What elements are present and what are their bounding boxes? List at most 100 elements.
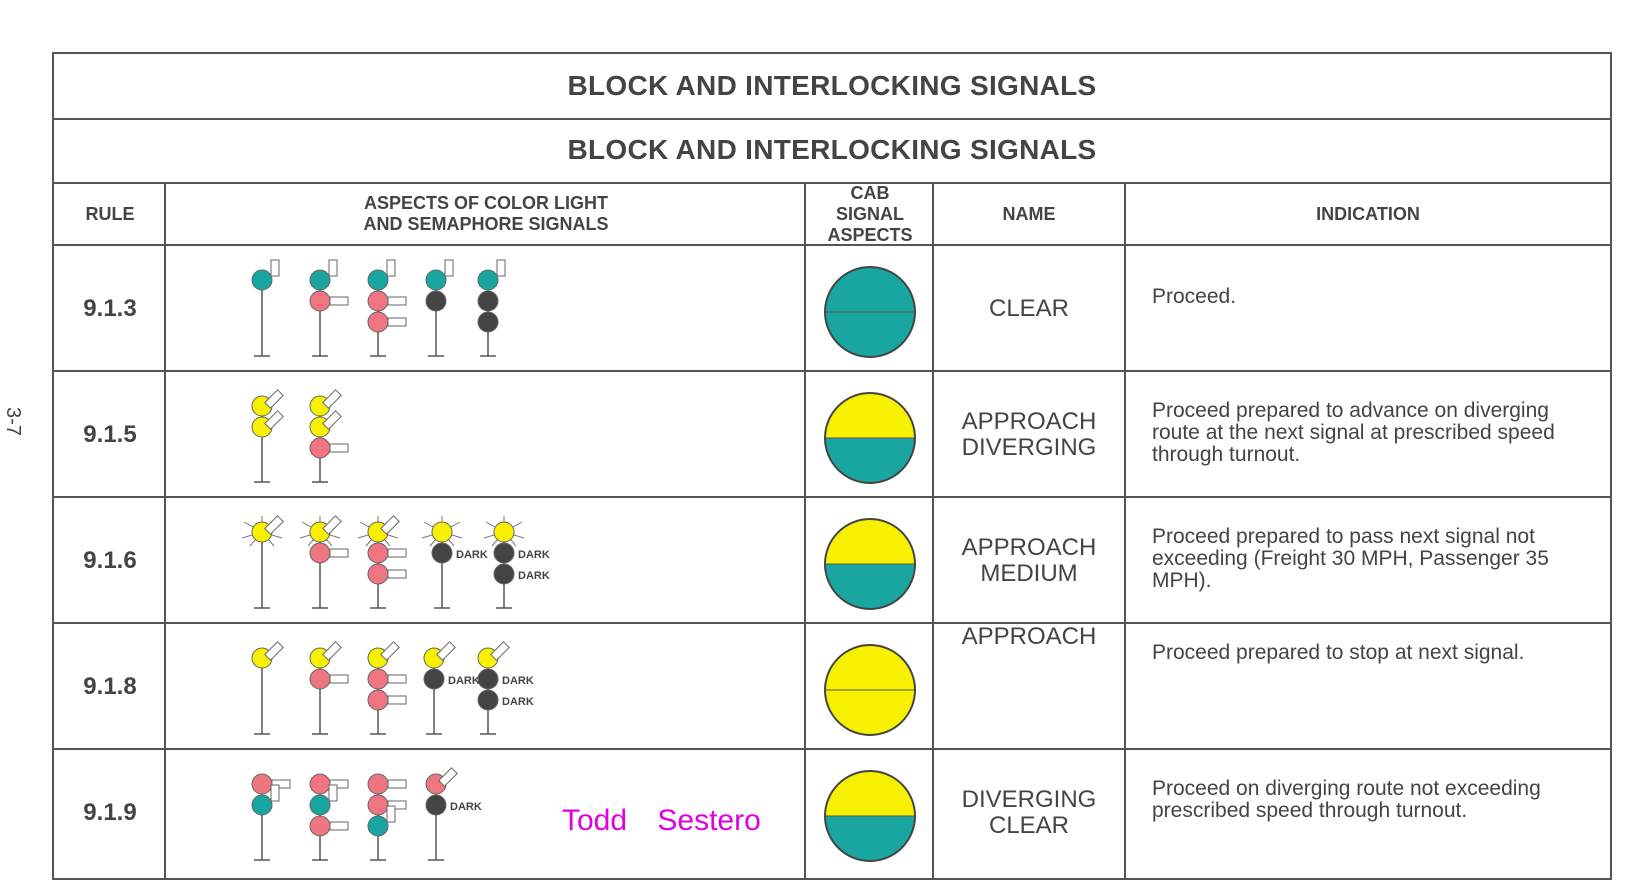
signal-mast — [367, 773, 407, 861]
table-row: 9.1.3 CLEAR Proceed. — [54, 246, 1610, 372]
table-row: 9.1.9 DARK DIVERGING CLEAR Proceed on diver… — [54, 750, 1610, 876]
table-subtitle: BLOCK AND INTERLOCKING SIGNALS — [54, 118, 1610, 184]
dark-light — [423, 668, 445, 690]
table-title: BLOCK AND INTERLOCKING SIGNALS — [54, 54, 1610, 120]
signals-table: BLOCK AND INTERLOCKING SIGNALS BLOCK AND… — [52, 52, 1612, 880]
rule-number: 9.1.8 — [83, 673, 137, 700]
signal-light — [367, 311, 389, 333]
header-indication: INDICATION — [1316, 203, 1420, 224]
signal-mast: DARK — [425, 767, 482, 861]
signal-mast — [309, 259, 349, 357]
row-divider — [54, 496, 1610, 498]
signal-light — [367, 815, 389, 837]
signal-light — [477, 269, 499, 291]
signal-aspects-drawing: DARK DARK DARK — [241, 515, 550, 609]
signal-light — [367, 689, 389, 711]
signal-light — [367, 269, 389, 291]
signal-light — [251, 269, 273, 291]
signal-light — [309, 542, 331, 564]
signal-light — [251, 773, 273, 795]
cab-signal — [806, 750, 934, 876]
signal-mast: DARK — [423, 641, 480, 735]
signal-light — [367, 542, 389, 564]
dark-light — [477, 668, 499, 690]
row-divider — [54, 748, 1610, 750]
dark-light — [425, 794, 447, 816]
signal-light — [431, 521, 453, 543]
cab-signal-icon — [824, 644, 916, 736]
signal-light — [309, 668, 331, 690]
cab-signal-icon — [824, 770, 916, 862]
signal-indication: Proceed. — [1152, 285, 1237, 308]
signal-mast — [251, 259, 280, 357]
cab-signal-icon — [824, 518, 916, 610]
signal-aspects-drawing: DARK — [251, 767, 482, 861]
signal-name: APPROACH DIVERGING — [961, 408, 1097, 461]
signal-light — [309, 290, 331, 312]
signal-indication: Proceed prepared to advance on diverging… — [1152, 399, 1555, 466]
dark-light — [493, 542, 515, 564]
signal-aspects: DARK — [166, 750, 806, 876]
signal-indication: Proceed prepared to pass next signal not… — [1152, 525, 1549, 592]
row-divider — [54, 370, 1610, 372]
signal-mast: DARK — [421, 516, 488, 609]
dark-label: DARK — [518, 570, 550, 582]
dark-light — [431, 542, 453, 564]
watermark-text: Todd Sestero — [562, 804, 761, 837]
signal-indication: Proceed prepared to stop at next signal. — [1152, 641, 1525, 664]
cab-upper-half — [825, 771, 915, 816]
cab-signal-icon — [824, 392, 916, 484]
signal-mast — [309, 389, 349, 483]
signal-mast — [477, 259, 506, 357]
rule-number: 9.1.9 — [83, 799, 137, 826]
signal-mast — [241, 515, 284, 609]
cab-signal — [806, 372, 934, 498]
signal-aspects: DARK DARK DARK — [166, 498, 806, 624]
signal-aspects-drawing — [251, 259, 506, 357]
rule-number: 9.1.3 — [83, 295, 137, 322]
cab-upper-half — [825, 519, 915, 564]
table-row: 9.1.5 APPROACH DIVERGING Proceed prepared … — [54, 372, 1610, 498]
cab-lower-half — [825, 816, 915, 861]
signal-indication: Proceed on diverging route not exceeding… — [1152, 777, 1541, 822]
signal-light — [309, 794, 331, 816]
cab-lower-half — [825, 438, 915, 483]
signal-mast — [309, 641, 349, 735]
signal-light — [251, 794, 273, 816]
signal-light — [367, 794, 389, 816]
table-grid: RULE ASPECTS OF COLOR LIGHT AND SEMAPHOR… — [54, 182, 1610, 878]
dark-label: DARK — [518, 549, 550, 561]
dark-light — [493, 563, 515, 585]
col-divider — [932, 182, 934, 878]
cab-signal-icon — [824, 266, 916, 358]
signal-mast — [309, 773, 349, 861]
signal-light — [367, 290, 389, 312]
signal-name: DIVERGING CLEAR — [961, 786, 1097, 839]
signal-light — [309, 437, 331, 459]
signal-light — [309, 269, 331, 291]
signal-name: CLEAR — [988, 295, 1070, 322]
signal-mast — [425, 259, 454, 357]
signal-mast: DARK DARK — [483, 516, 550, 609]
signal-mast — [251, 773, 291, 861]
signal-mast — [251, 389, 284, 483]
rule-number: 9.1.5 — [83, 421, 137, 448]
signal-light — [309, 773, 331, 795]
header-aspects: ASPECTS OF COLOR LIGHT AND SEMAPHORE SIG… — [363, 193, 609, 234]
signal-light — [493, 521, 515, 543]
signal-mast — [367, 259, 407, 357]
cab-lower-half — [825, 564, 915, 609]
dark-light — [477, 290, 499, 312]
cab-lower-half — [825, 690, 915, 735]
signal-light — [367, 668, 389, 690]
cab-upper-half — [825, 393, 915, 438]
col-divider — [804, 182, 806, 878]
dark-label: DARK — [502, 675, 534, 687]
cab-signal — [806, 498, 934, 624]
dark-light — [425, 290, 447, 312]
signal-light — [309, 815, 331, 837]
